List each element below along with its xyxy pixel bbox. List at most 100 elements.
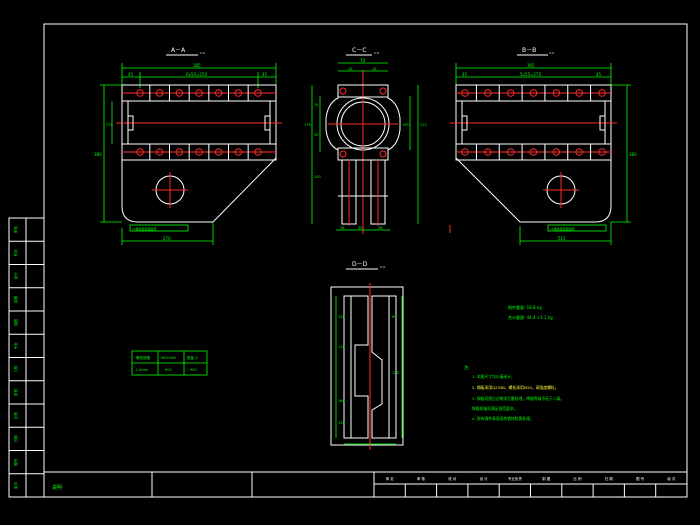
view-bb-sub-dim-1: 45 bbox=[462, 72, 468, 77]
view-cc-sub-dim-1: 16 bbox=[348, 67, 352, 71]
view-cc-left-dim-1: 70 bbox=[314, 103, 318, 107]
view-bb-bolt-hole bbox=[484, 148, 492, 156]
view-cc-right-dim-2: 210 bbox=[420, 123, 427, 127]
view-aa-bottom-note: L1螺栓距底面距离 bbox=[132, 226, 157, 231]
view-dd-scale: 1:4 bbox=[380, 265, 385, 269]
view-cc-left-dim-2: 50 bbox=[314, 133, 318, 137]
view-cc-left-dim-3: 176 bbox=[304, 123, 311, 127]
title-block-cells: 审 定审 核校 对设 计专业负责制 图比 例日 期图 号版 次 bbox=[373, 476, 676, 497]
view-aa-bolt-hole bbox=[254, 148, 262, 156]
title-block-cell-label: 审 定 bbox=[386, 476, 395, 481]
bolt-table-r2c2: 900 bbox=[165, 368, 172, 372]
view-bb-sub-dim-2: 5x55=275 bbox=[520, 72, 541, 77]
view-bb-bottom-note: L1螺栓距底面距离 bbox=[550, 226, 575, 231]
bolt-table-r2c1: L1/mm bbox=[136, 368, 149, 372]
view-aa-bolt-hole bbox=[195, 148, 203, 156]
note-item-2: 2. 钢板采用Q235B，螺栓采用M20，高强度螺栓。 bbox=[472, 385, 559, 390]
title-block-cell-label: 图 号 bbox=[636, 476, 645, 481]
view-aa-body bbox=[121, 84, 277, 223]
view-dd-dim-1: 120 bbox=[338, 315, 345, 319]
notes-header: 注： bbox=[464, 364, 473, 371]
view-aa-bolt-hole bbox=[136, 148, 144, 156]
view-aa-bolt-hole bbox=[254, 89, 262, 97]
left-strip-label: 制图 bbox=[13, 295, 18, 303]
title-block-cell-label: 校 对 bbox=[448, 476, 457, 481]
view-cc-bottom-dim-3: 28 bbox=[378, 226, 382, 230]
view-bb-bottom-dim: 515 bbox=[558, 236, 566, 241]
view-dd-dim-6: 115 bbox=[338, 421, 345, 425]
bolt-table-r1c3: 数量 Q bbox=[187, 355, 198, 360]
view-dd-title: D－D bbox=[352, 261, 368, 268]
view-aa-title: A－A bbox=[171, 47, 186, 54]
view-bb-bolts bbox=[461, 85, 606, 160]
view-aa-bolt-hole bbox=[175, 148, 184, 156]
note-item-5: 4. 所有钢件表面须热镀锌防腐处理。 bbox=[472, 416, 534, 421]
title-block-left-label: 说明 bbox=[52, 484, 62, 491]
view-aa-scale: 1:4 bbox=[200, 51, 205, 55]
weight-line-1: 钢件重量: 18.8 kg bbox=[508, 304, 542, 310]
view-cc-right-dim-1: 155 bbox=[402, 123, 409, 127]
left-strip-label: 日期 bbox=[13, 435, 18, 443]
view-dd-dim-3: 160 bbox=[338, 399, 345, 403]
view-bb-bolt-hole bbox=[461, 148, 469, 156]
view-aa-bolt-hole bbox=[155, 148, 164, 156]
view-dd-dim-4: 90 bbox=[392, 315, 396, 319]
view-cc-title: C－C bbox=[352, 47, 366, 54]
view-bb-top-dim: 365 bbox=[527, 63, 535, 68]
view-aa-sub-dim-3: 45 bbox=[262, 72, 268, 77]
title-block-cell-label: 专业负责 bbox=[508, 476, 522, 481]
title-block-cell-label: 版 次 bbox=[667, 476, 676, 481]
left-strip-label: 比例 bbox=[13, 412, 18, 420]
view-aa-bolt-hole bbox=[234, 148, 243, 156]
left-strip-label: 设计 bbox=[13, 272, 18, 280]
view-aa-bolts bbox=[136, 85, 262, 160]
view-aa: A－A 1:4 385 45 6x50=250 45 380 270 bbox=[94, 47, 282, 245]
left-strip-label: 工程 bbox=[13, 365, 18, 373]
view-aa-left-dim: 380 bbox=[94, 152, 102, 157]
view-aa-top-dim: 385 bbox=[193, 63, 201, 68]
bolt-table-r1c2: M20×80 bbox=[161, 356, 176, 360]
left-strip-label: 审核 bbox=[13, 226, 18, 233]
view-bb-bolt-hole bbox=[529, 148, 538, 156]
title-block-cell-label: 比 例 bbox=[573, 476, 582, 481]
view-bb-bolt-hole bbox=[598, 148, 606, 156]
view-bb-sub-dim-3: 45 bbox=[596, 72, 602, 77]
note-item-3: 3. 钢板切割后边缘须打磨处理，焊缝等级不低于二级。 bbox=[472, 396, 564, 401]
view-bb-bolt-hole bbox=[575, 148, 583, 156]
view-aa-bolt-hole bbox=[214, 89, 223, 97]
note-item-1: 1. 本图尺寸均以毫米计。 bbox=[472, 374, 515, 379]
left-strip-label: 版次 bbox=[13, 481, 18, 489]
view-cc-left-dim-4: 100 bbox=[314, 175, 321, 179]
left-strip-label: 专业 bbox=[13, 342, 18, 350]
view-bb-bolt-hole bbox=[575, 89, 583, 97]
view-cc-bottom-dim-1: 28 bbox=[340, 226, 344, 230]
view-bb-body bbox=[455, 84, 612, 223]
view-aa-bolt-hole bbox=[155, 89, 164, 97]
view-bb-bolt-hole bbox=[461, 89, 469, 97]
view-aa-sub-dim-1: 45 bbox=[128, 72, 134, 77]
view-bb-bolt-hole bbox=[506, 148, 515, 156]
left-strip-label: 阶段 bbox=[13, 388, 18, 396]
view-bb-bolt-hole bbox=[552, 148, 561, 156]
view-aa-bolt-hole bbox=[214, 148, 223, 156]
title-block-cell-label: 设 计 bbox=[479, 476, 488, 481]
view-aa-sub-dim-2: 6x50=250 bbox=[186, 72, 207, 77]
view-bb-bolt-hole bbox=[529, 89, 538, 97]
view-cc-top-dim: 70 bbox=[360, 58, 366, 63]
view-dd-right-plate bbox=[371, 295, 397, 439]
view-dd-outline bbox=[330, 286, 404, 446]
view-bb-bolt-hole bbox=[552, 89, 561, 97]
bolt-table: 螺栓规格 M20×80 数量 Q L1/mm 900 950 bbox=[131, 350, 208, 376]
view-dd-dim-2: 110 bbox=[338, 345, 345, 349]
view-aa-bottom-dim: 270 bbox=[163, 236, 171, 241]
weight-line-2: 合计重量: 44.4 ×1.1 kg bbox=[508, 314, 553, 320]
title-block-cell-label: 审 核 bbox=[417, 476, 426, 481]
view-dd-dim-5: 120 bbox=[392, 371, 399, 375]
view-bb: B－B 1:4 365 45 5x55=275 45 380 L1螺栓距底面距离… bbox=[450, 47, 637, 245]
view-bb-bolt-hole bbox=[484, 89, 492, 97]
view-cc-scale: 1:4 bbox=[374, 51, 379, 55]
title-block-cell-label: 日 期 bbox=[605, 476, 614, 481]
bolt-table-r1c1: 螺栓规格 bbox=[136, 355, 150, 360]
